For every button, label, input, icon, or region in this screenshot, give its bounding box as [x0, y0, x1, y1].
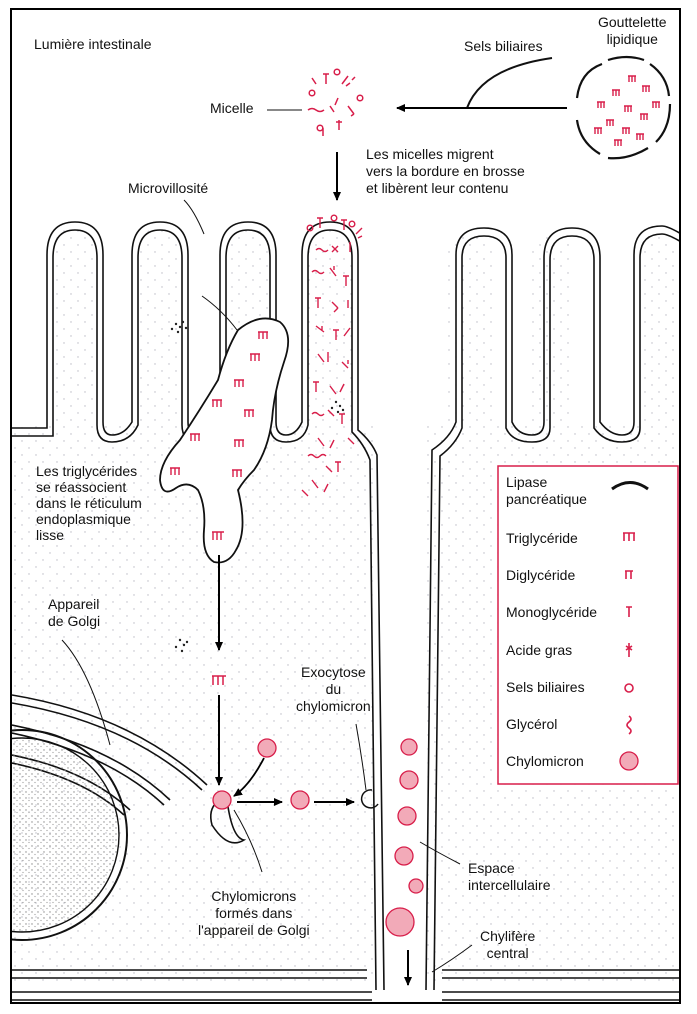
reassoc-line3: dans le réticulum: [36, 495, 142, 511]
migration-line1: Les micelles migrent: [366, 146, 525, 163]
exocytosis-line2: du: [296, 681, 371, 698]
golgi-line1: Appareil: [48, 596, 100, 613]
migration-line3: et libèrent leur contenu: [366, 180, 525, 197]
bile-salt-curve: [467, 58, 552, 108]
lumen-label: Lumière intestinale: [34, 36, 152, 53]
microvillus-label: Microvillosité: [128, 180, 208, 197]
migration-line2: vers la bordure en brosse: [366, 163, 525, 180]
triglyceride-reassociation-label: Les triglycérides se réassocient dans le…: [36, 463, 142, 543]
reassoc-line4: endoplasmique: [36, 511, 142, 527]
micelle-label: Micelle: [210, 100, 254, 117]
exocytosis-label: Exocytose du chylomicron: [296, 664, 371, 715]
lipid-droplet-label-line2: lipidique: [598, 31, 667, 48]
legend-bile-salts: Sels biliaires: [506, 679, 585, 696]
intercell-line2: intercellulaire: [468, 877, 550, 894]
legend-glycerol: Glycérol: [506, 716, 557, 733]
lacteal-line2: central: [480, 945, 535, 962]
chylo-formed-line3: l'appareil de Golgi: [198, 922, 310, 939]
chylomicrons-formed-label: Chylomicrons formés dans l'appareil de G…: [198, 888, 310, 939]
legend-lipase: Lipase pancréatique: [506, 474, 606, 508]
reassoc-line5: lisse: [36, 527, 142, 543]
exocytosis-line1: Exocytose: [296, 664, 371, 681]
lacteal-line1: Chylifère: [480, 928, 535, 945]
bile-salts-label: Sels biliaires: [464, 38, 543, 55]
chylo-formed-line1: Chylomicrons: [198, 888, 310, 905]
lipid-droplet-label-line1: Gouttelette: [598, 14, 667, 31]
chylomicron-circle-icon: [620, 752, 638, 770]
micelle: [308, 69, 363, 136]
intercell-line1: Espace: [468, 860, 550, 877]
triglyceride-symbol-icon: [623, 533, 635, 541]
legend-chylomicron: Chylomicron: [506, 753, 584, 770]
chylo-formed-line2: formés dans: [198, 905, 310, 922]
golgi-label: Appareil de Golgi: [48, 596, 100, 630]
lipid-droplet-label: Gouttelette lipidique: [598, 14, 667, 48]
reassoc-line1: Les triglycérides: [36, 463, 142, 479]
golgi-line2: de Golgi: [48, 613, 100, 630]
legend-box: [498, 466, 678, 784]
legend-diglyceride: Diglycéride: [506, 567, 575, 584]
micelle-migration-label: Les micelles migrent vers la bordure en …: [366, 146, 525, 197]
exocytosis-line3: chylomicron: [296, 698, 371, 715]
legend-triglyceride: Triglycéride: [506, 530, 578, 547]
lipid-droplet: [577, 57, 670, 158]
diagram-frame: Lumière intestinale Gouttelette lipidiqu…: [10, 8, 681, 1004]
legend-monoglyceride: Monoglycéride: [506, 604, 597, 621]
reassoc-line2: se réassocient: [36, 479, 142, 495]
intercellular-space-label: Espace intercellulaire: [468, 860, 550, 894]
central-lacteal-label: Chylifère central: [480, 928, 535, 962]
legend-fatty-acid: Acide gras: [506, 642, 572, 659]
